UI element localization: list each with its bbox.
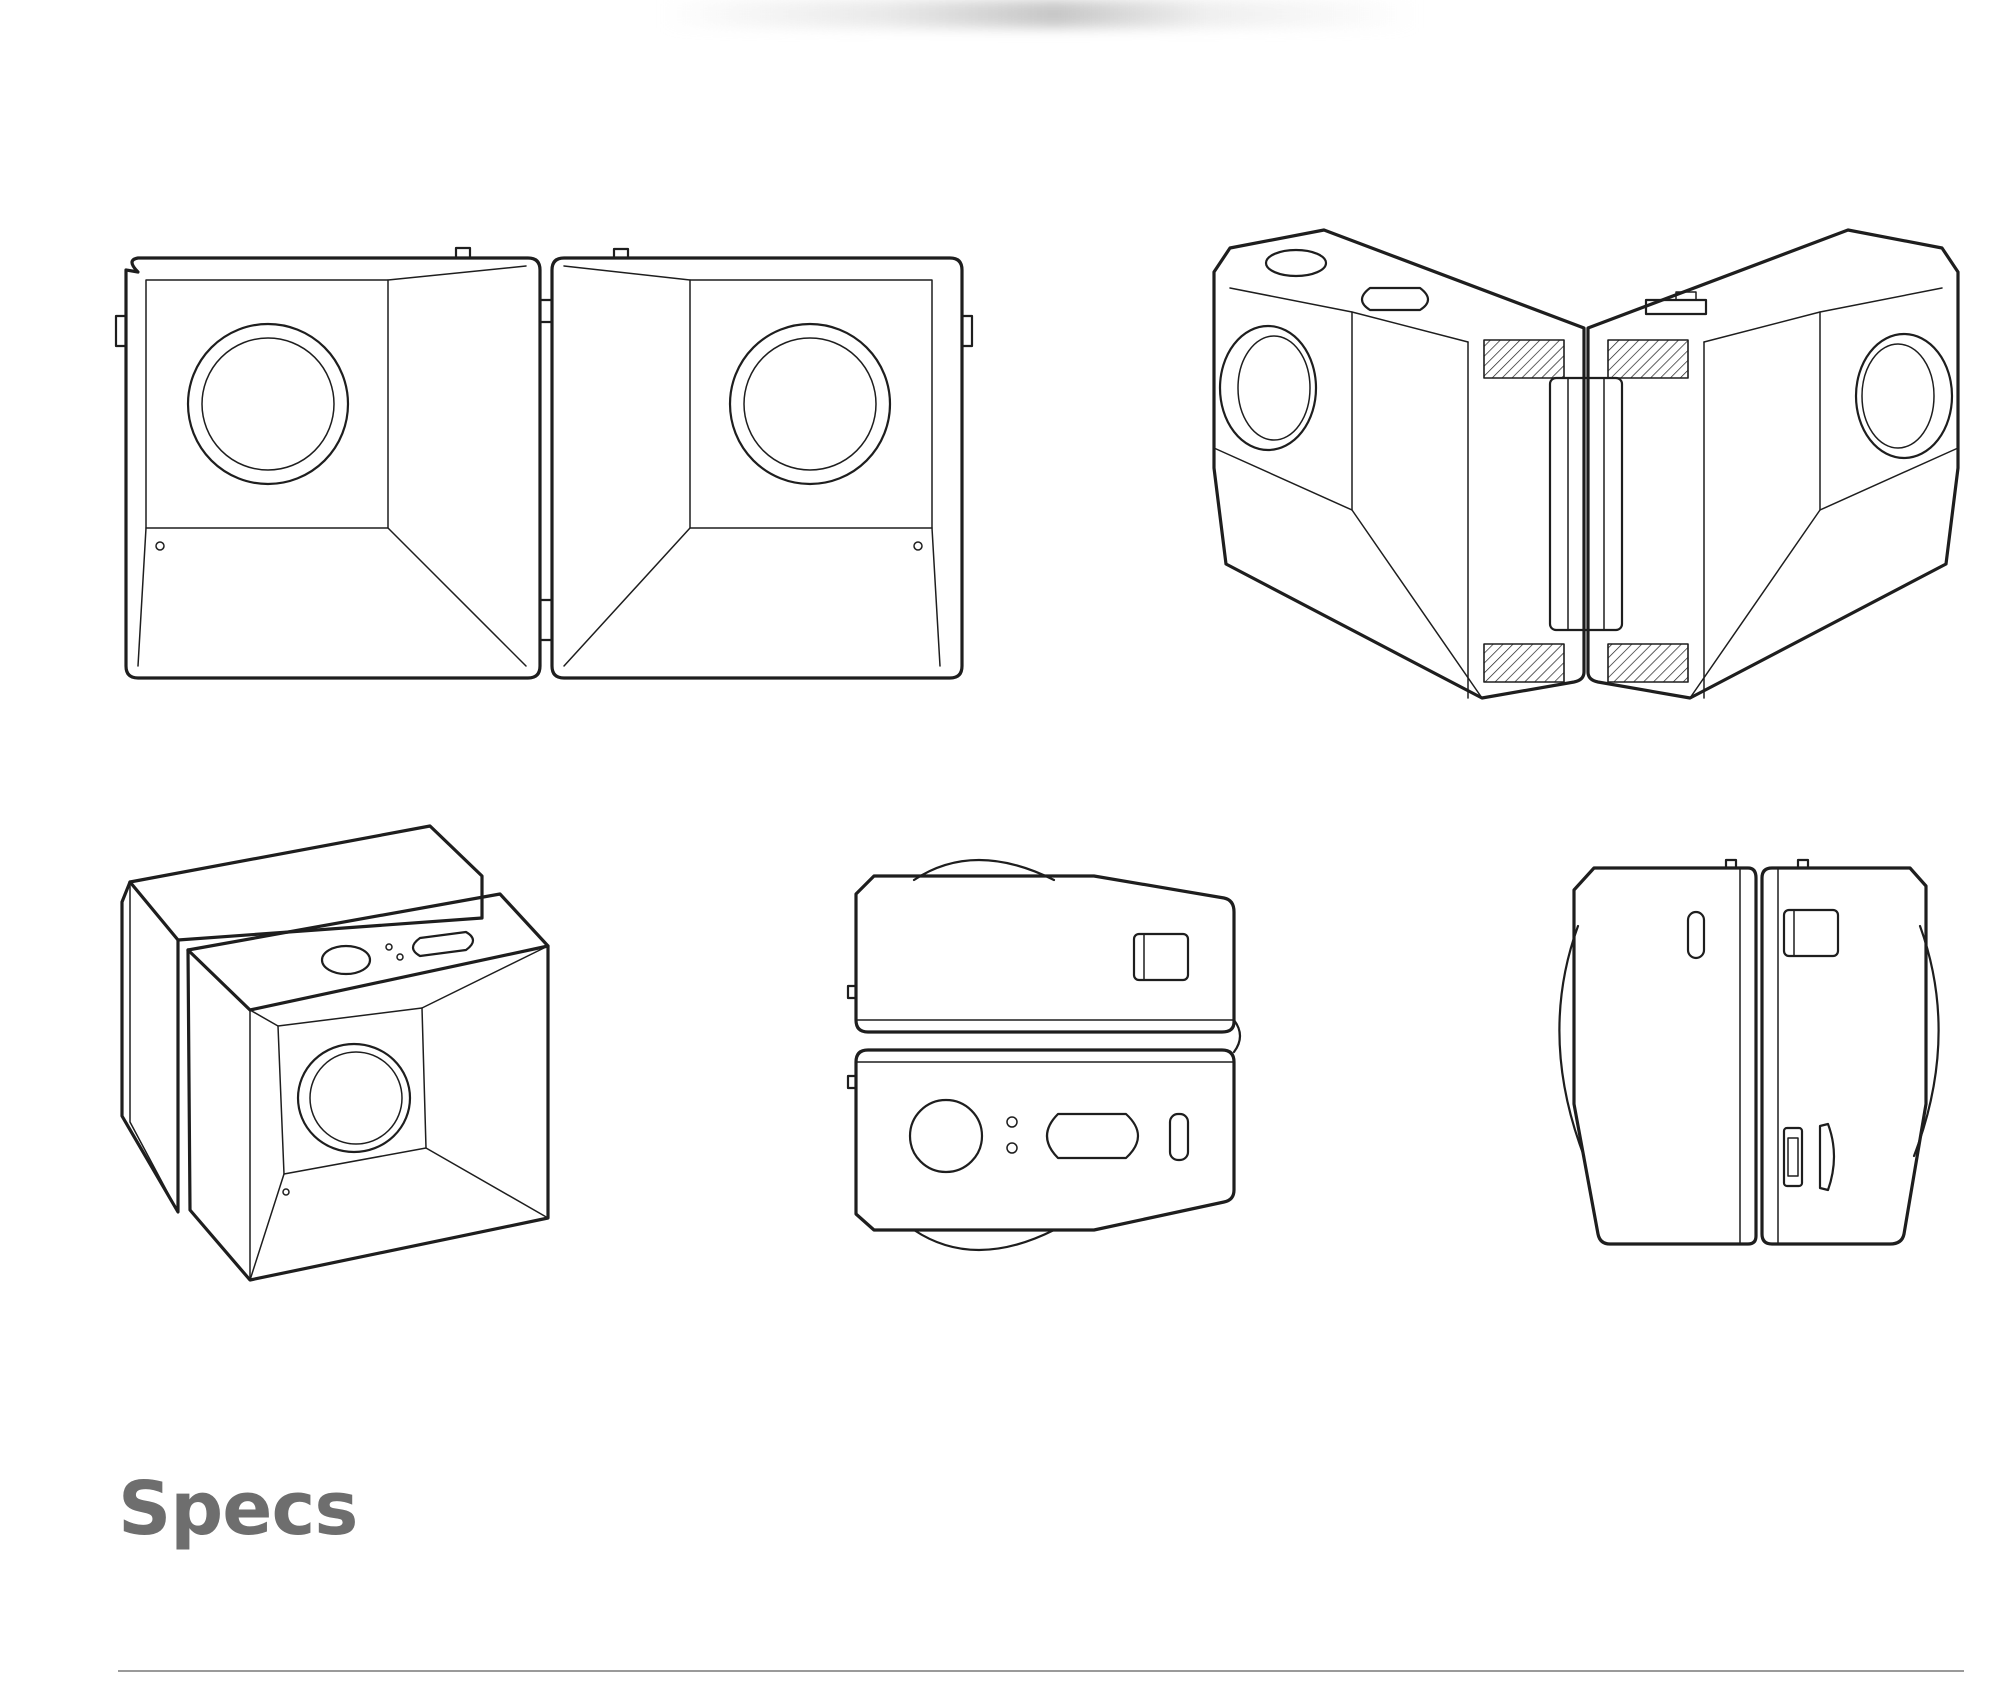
camera-side-view-icon (1558, 858, 1940, 1246)
camera-folded-perspective-icon (1212, 228, 1960, 700)
section-divider (118, 1670, 1964, 1672)
camera-top-view-icon (846, 859, 1242, 1251)
top-fade-shadow (660, 0, 1420, 28)
camera-angled-view-icon (120, 824, 550, 1282)
camera-front-view-icon (114, 246, 974, 680)
specs-heading: Specs (118, 1466, 358, 1552)
